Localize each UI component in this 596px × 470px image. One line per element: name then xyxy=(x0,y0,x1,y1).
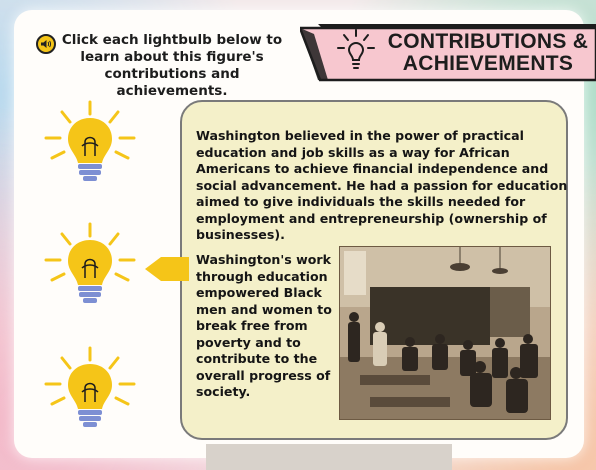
lightbulb-icon xyxy=(44,100,136,181)
historical-classroom-photo xyxy=(339,246,551,420)
lightbulb-button-3[interactable] xyxy=(42,344,138,440)
audio-button[interactable] xyxy=(36,34,56,54)
content-paragraph-1: Washington believed in the power of prac… xyxy=(196,128,568,242)
lightbulb-icon xyxy=(44,222,136,303)
lightbulb-button-2[interactable] xyxy=(42,220,138,316)
title-lightbulb-icon xyxy=(337,29,375,69)
bottom-strip xyxy=(206,444,452,470)
speaker-icon xyxy=(41,40,52,48)
pointer-arrow xyxy=(145,257,189,281)
page-title: CONTRIBUTIONS & ACHIEVEMENTS xyxy=(378,31,596,75)
title-line-1: CONTRIBUTIONS & xyxy=(387,30,589,53)
title-banner xyxy=(300,24,596,82)
content-paragraph-2: Washington's work through education empo… xyxy=(196,252,332,399)
title-line-2: ACHIEVEMENTS xyxy=(402,52,574,75)
lightbulb-icon xyxy=(44,346,136,427)
instructions-text: Click each lightbulb below to learn abou… xyxy=(61,32,283,99)
lightbulb-button-1[interactable] xyxy=(42,98,138,194)
